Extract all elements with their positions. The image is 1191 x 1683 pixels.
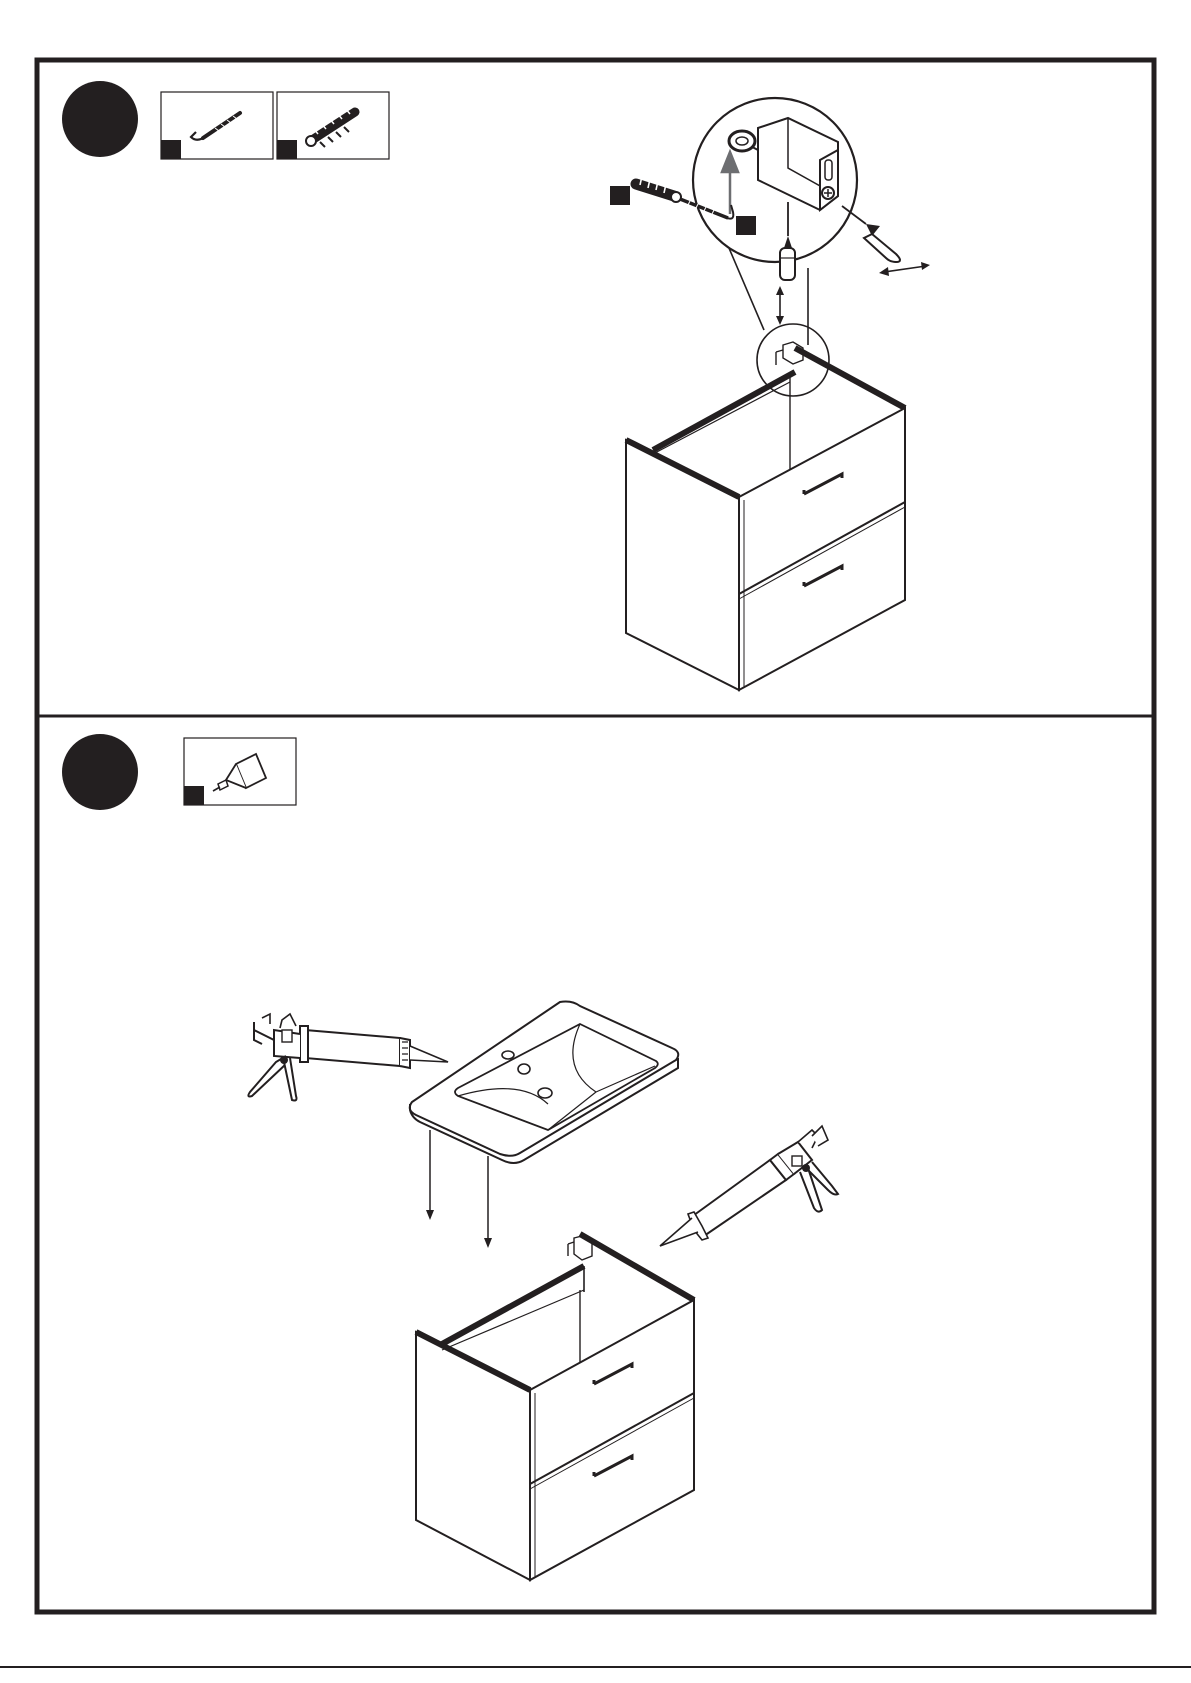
part-card-l-hook-screw	[161, 92, 273, 159]
adjust-depth-arrow-icon	[879, 262, 930, 276]
faucet-hole	[502, 1051, 514, 1059]
vanity-cabinet	[416, 1234, 694, 1580]
step-1-parts-panel	[161, 92, 389, 159]
part-label-box	[736, 216, 756, 235]
drain-hole	[538, 1088, 552, 1098]
part-label-box	[610, 186, 630, 205]
adjust-height-arrow-icon	[776, 286, 784, 325]
part-card-silicone-tube	[184, 738, 296, 805]
step-1	[62, 81, 930, 690]
step-2-number-badge	[62, 734, 138, 810]
part-label-box	[184, 786, 204, 805]
step-2-parts-panel	[184, 738, 296, 805]
part-label-box	[161, 140, 181, 159]
step-1-number-badge	[62, 81, 138, 157]
part-card-wall-plug	[277, 92, 389, 159]
part-label-box	[277, 140, 297, 159]
caulking-gun-icon	[248, 1014, 448, 1101]
place-sink-arrow-icon	[426, 1130, 492, 1248]
caulking-gun-icon	[660, 1126, 838, 1246]
page-footer-rule	[0, 1666, 1191, 1668]
screwdriver-icon	[842, 206, 900, 262]
wall-plug-icon	[636, 176, 681, 202]
washbasin	[410, 1002, 679, 1164]
overflow-hole	[518, 1064, 530, 1074]
vanity-cabinet	[626, 324, 905, 690]
bracket-detail-magnifier	[610, 98, 930, 345]
step-2	[62, 734, 838, 1580]
